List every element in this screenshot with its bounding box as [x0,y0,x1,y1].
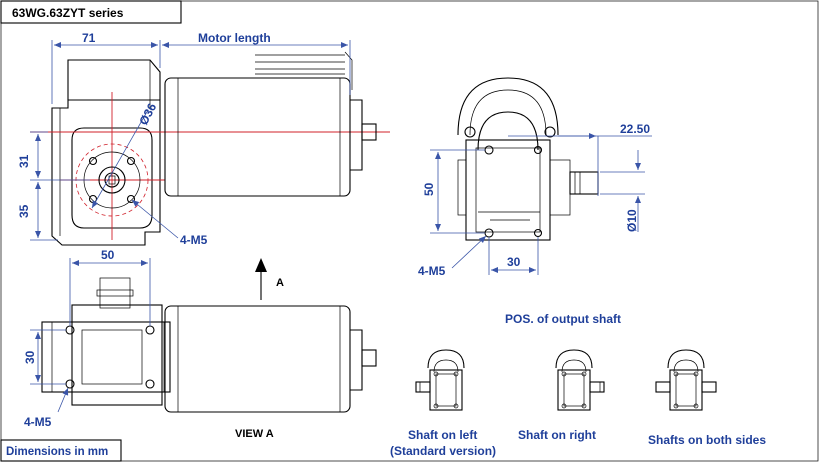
front-view: 22.50 Ø10 50 30 4-M5 [418,77,652,278]
arrow-label: A [276,277,284,289]
position-both [655,349,717,411]
position-right [555,349,605,411]
position-right-label: Shaft on right [518,428,596,442]
bottom-screws-label: 4-M5 [24,415,52,429]
side-view: 71 Motor length Ø36 31 35 4-M5 [17,31,390,247]
motor-length-label: Motor length [198,31,271,45]
dim-d36-label: Ø36 [136,101,159,128]
dim-d10-label: Ø10 [625,209,639,232]
position-left [415,349,465,411]
position-left-sublabel: (Standard version) [390,444,496,458]
dim-35-label: 35 [17,204,31,218]
side-screws-label: 4-M5 [180,233,208,247]
title-box: 63WG.63ZYT series [0,0,182,24]
positions-title: POS. of output shaft [505,312,621,326]
view-a-label: VIEW A [235,428,274,440]
bottom-view: 50 30 4-M5 VIEW A [23,248,377,440]
dim-30-bottom-label: 30 [23,350,37,364]
dim-31-label: 31 [17,154,31,168]
series-title: 63WG.63ZYT series [12,6,124,20]
dim-22-50-label: 22.50 [620,122,650,136]
dim-30-front-label: 30 [507,255,521,269]
view-a-arrow: A [255,258,284,300]
dim-50-bottom-label: 50 [101,248,115,262]
dimensions-note: Dimensions in mm [6,446,108,458]
dim-50-front-label: 50 [422,182,436,196]
dim-71-label: 71 [82,31,96,45]
position-left-label: Shaft on left [408,428,477,442]
footer-box: Dimensions in mm [0,439,122,462]
position-both-label: Shafts on both sides [648,433,766,447]
front-screws-label: 4-M5 [418,264,446,278]
